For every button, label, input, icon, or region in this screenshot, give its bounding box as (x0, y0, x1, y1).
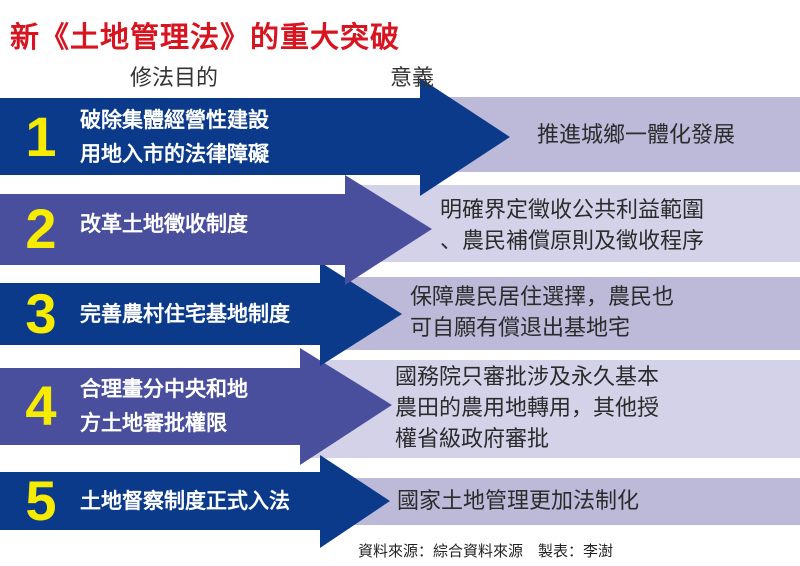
row-meaning-1: 推進城鄉一體化發展 (537, 120, 735, 151)
arrow-5 (0, 455, 390, 548)
arrow-2 (0, 175, 432, 285)
source-credit: 資料來源：綜合資料來源 製表：李澍 (358, 542, 614, 560)
meaning-line: 農田的農用地轉用，其他授 (395, 396, 660, 421)
row-purpose-5: 土地督察制度正式入法 (80, 484, 290, 518)
purpose-line: 用地入市的法律障礙 (80, 142, 269, 166)
row-meaning-3: 保障農民居住選擇，農民也 可自願有償退出基地宅 (410, 282, 674, 344)
purpose-line: 改革土地徵收制度 (80, 212, 248, 236)
purpose-line: 方土地審批權限 (80, 411, 227, 435)
row-meaning-5: 國家土地管理更加法制化 (397, 486, 639, 517)
row-meaning-2: 明確界定徵收公共利益範圍 、農民補償原則及徵收程序 (440, 195, 704, 257)
row-purpose-1: 破除集體經營性建設 用地入市的法律障礙 (80, 103, 269, 171)
row-purpose-4: 合理畫分中央和地 方土地審批權限 (80, 372, 248, 440)
meaning-band-5 (320, 478, 800, 525)
page-title: 新《土地管理法》的重大突破 (10, 20, 401, 54)
meaning-line: 國務院只審批涉及永久基本 (395, 365, 660, 390)
meaning-line: 明確界定徵收公共利益範圍 (440, 198, 705, 223)
arrow-3 (0, 262, 402, 366)
purpose-line: 完善農村住宅基地制度 (80, 302, 290, 326)
row-purpose-2: 改革土地徵收制度 (80, 207, 248, 241)
meaning-line: 國家土地管理更加法制化 (397, 489, 640, 514)
meaning-line: 、農民補償原則及徵收程序 (440, 229, 705, 254)
row-number-3: 3 (25, 282, 57, 345)
purpose-line: 合理畫分中央和地 (80, 377, 248, 401)
purpose-line: 土地督察制度正式入法 (80, 489, 290, 513)
row-number-4: 4 (25, 374, 57, 437)
row-meaning-4: 國務院只審批涉及永久基本 農田的農用地轉用，其他授 權省級政府審批 (395, 362, 659, 455)
row-number-1: 1 (25, 105, 57, 168)
row-purpose-3: 完善農村住宅基地制度 (80, 297, 290, 331)
meaning-line: 可自願有償退出基地宅 (410, 316, 631, 341)
meaning-column-header: 意義 (390, 66, 435, 91)
meaning-line: 權省級政府審批 (395, 427, 550, 452)
row-number-5: 5 (25, 469, 57, 532)
arrow-1 (0, 78, 510, 196)
meaning-line: 保障農民居住選擇，農民也 (410, 285, 675, 310)
arrow-4 (0, 348, 392, 465)
purpose-column-header: 修法目的 (130, 66, 219, 91)
row-number-2: 2 (25, 197, 57, 260)
meaning-line: 推進城鄉一體化發展 (537, 123, 736, 148)
purpose-line: 破除集體經營性建設 (80, 108, 269, 132)
